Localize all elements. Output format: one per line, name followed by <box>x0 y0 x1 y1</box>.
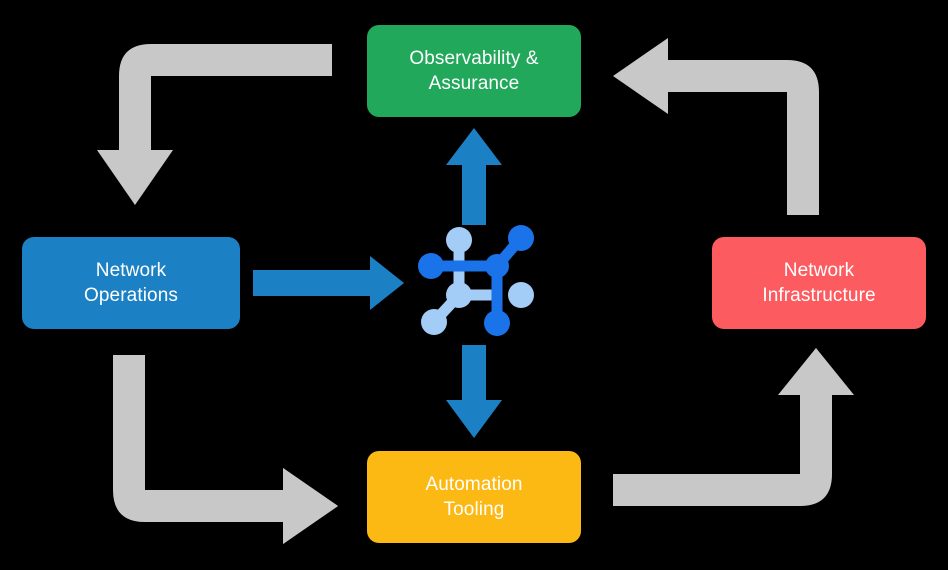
node-box-network-operations[interactable]: Network Operations <box>22 237 240 329</box>
arrow-center-to-automation <box>446 345 502 438</box>
network-topology-icon <box>418 225 534 336</box>
arrow-infrastructure-to-observability <box>613 38 819 215</box>
node-box-observability[interactable]: Observability & Assurance <box>367 25 581 117</box>
arrow-operations-to-center <box>253 256 404 310</box>
arrow-observability-to-operations <box>97 44 332 205</box>
arrow-automation-to-infrastructure <box>613 348 854 506</box>
arrow-operations-to-automation-body <box>113 355 338 544</box>
arrow-center-to-observability <box>446 128 502 225</box>
node-box-network-infrastructure[interactable]: Network Infrastructure <box>712 237 926 329</box>
node-box-automation-tooling[interactable]: Automation Tooling <box>367 451 581 543</box>
